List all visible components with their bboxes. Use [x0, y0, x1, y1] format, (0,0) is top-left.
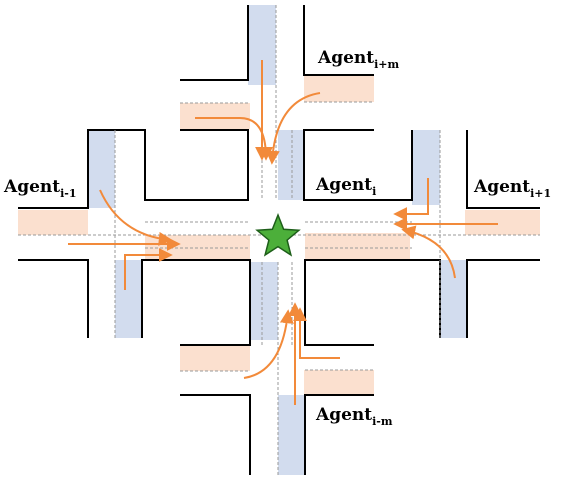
arrow-right-turn-in	[401, 225, 456, 279]
lane-left-out	[18, 210, 88, 235]
lane-right-in	[305, 233, 410, 259]
lane-top-stub-right	[304, 75, 374, 102]
lane-bottom-stub-right	[304, 370, 374, 396]
lane-bottom-out	[278, 395, 305, 475]
label-agent-i-minus-m: Agenti-m	[316, 405, 393, 428]
star-icon	[255, 212, 301, 257]
lane-fills	[18, 5, 540, 475]
lane-bottom-in	[250, 262, 278, 340]
lane-left-up	[88, 130, 115, 208]
lane-left-down	[115, 260, 142, 338]
lane-top-stub-left	[180, 103, 250, 129]
road-edges	[18, 5, 540, 475]
arrow-left-turn-in	[99, 189, 173, 246]
arrow-bottom-left-turn	[243, 309, 294, 379]
lane-bottom-stub-left	[180, 345, 250, 371]
label-agent-i-plus-1: Agenti+1	[474, 177, 552, 200]
traffic-flow-arrows	[68, 60, 498, 405]
lane-right-up	[412, 130, 440, 205]
label-agent-i: Agenti	[316, 175, 377, 198]
arrow-left-up-turn	[124, 248, 173, 290]
arrow-top-left-turn	[195, 117, 273, 161]
label-agent-i-plus-m: Agenti+m	[318, 48, 400, 71]
label-agent-i-minus-1: Agenti-1	[4, 177, 77, 200]
arrow-right-down-turn	[393, 178, 429, 221]
arrow-bottom-right-turn	[293, 307, 340, 359]
lane-top-out	[278, 130, 304, 200]
lane-right-out	[465, 210, 540, 235]
arrow-top-right-turn	[265, 92, 321, 165]
